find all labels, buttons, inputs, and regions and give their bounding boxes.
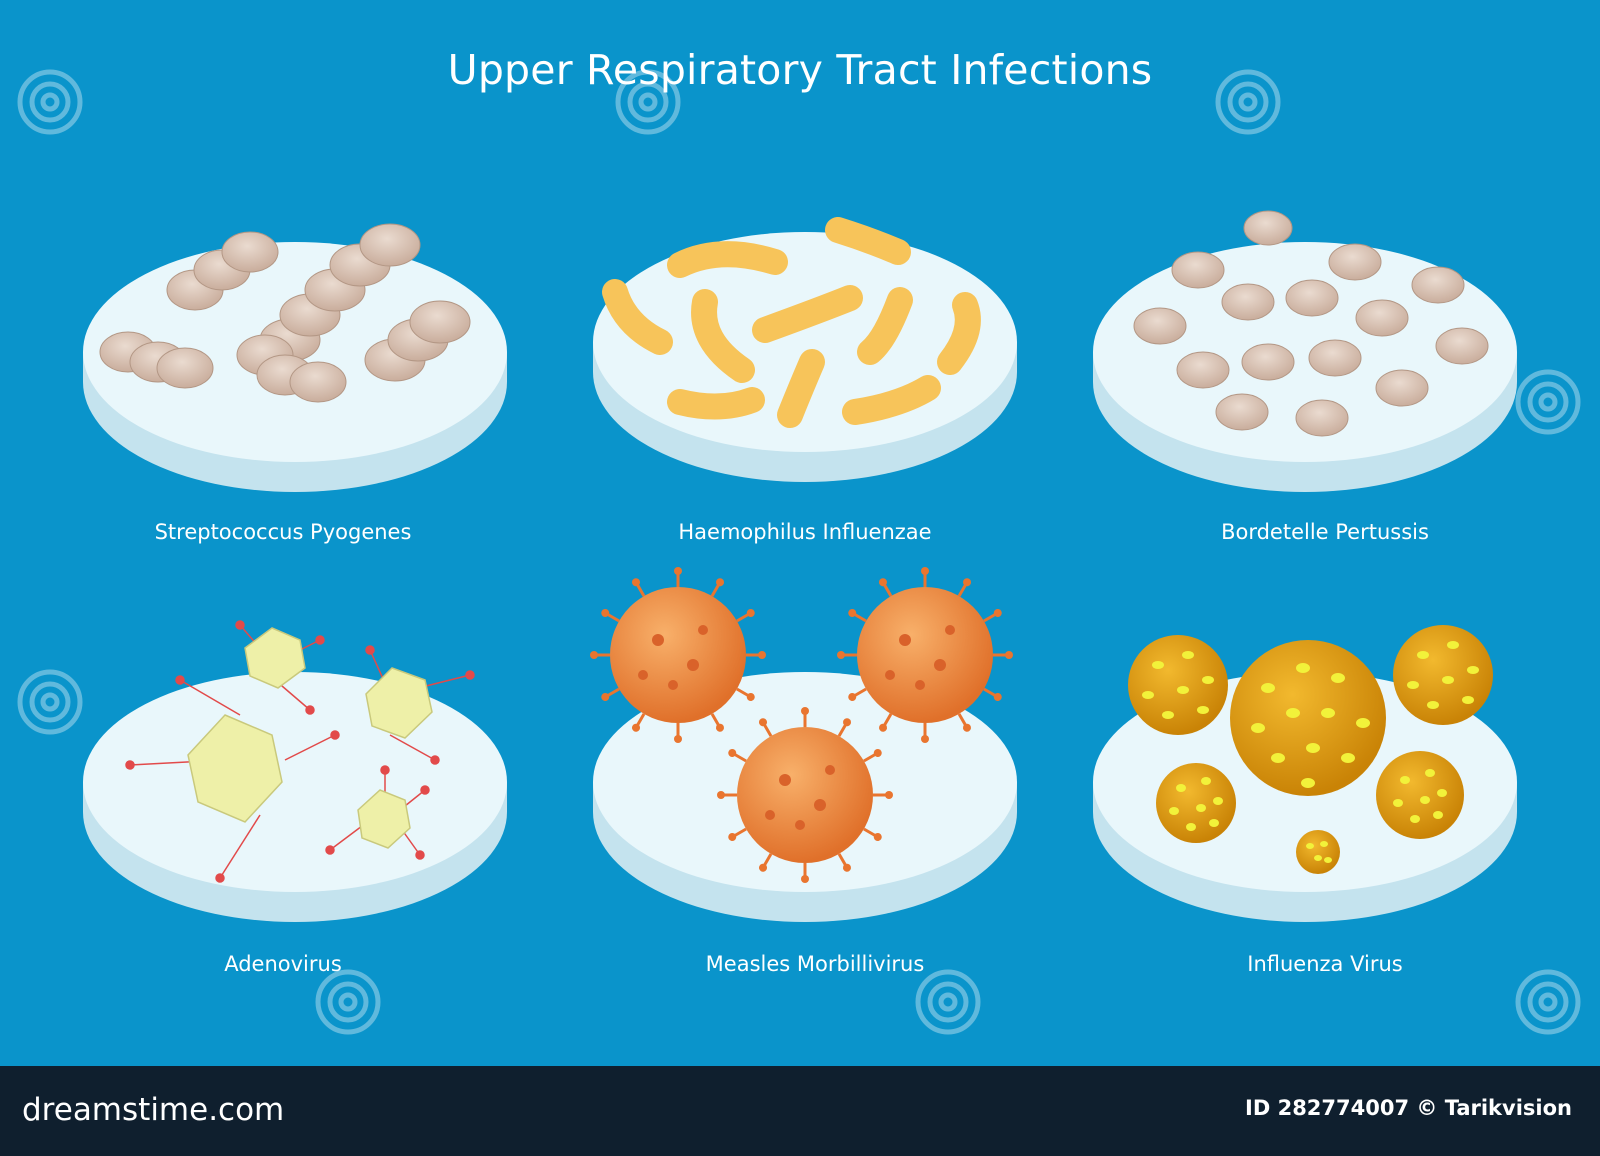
footer-brand[interactable]: dreamstime.com: [22, 1092, 285, 1128]
influenza-virus-icon: [1128, 625, 1493, 874]
label-haemophilus: Haemophilus Influenzae: [678, 520, 932, 544]
page-title: Upper Respiratory Tract Infections: [447, 46, 1153, 94]
label-adenovirus: Adenovirus: [224, 952, 342, 976]
dish-streptococcus: [83, 223, 507, 492]
watermark-layer: [17, 69, 1581, 1035]
measles-virus-icon: [588, 565, 1015, 885]
label-streptococcus: Streptococcus Pyogenes: [154, 520, 412, 544]
label-influenza: Influenza Virus: [1247, 952, 1403, 976]
dish-influenza: [1093, 625, 1517, 922]
label-bordetella: Bordetelle Pertussis: [1221, 520, 1429, 544]
illustration: Upper Respiratory Tract Infections: [17, 46, 1581, 1035]
bacillus-icon: [602, 217, 981, 428]
coccobacillus-icon: [1133, 210, 1489, 437]
swirl-logo-icon: [1215, 69, 1281, 135]
swirl-logo-icon: [17, 69, 83, 135]
footer-bar: dreamstime.com ID 282774007 © Tarikvisio…: [0, 1066, 1600, 1156]
swirl-logo-icon: [915, 969, 981, 1035]
swirl-logo-icon: [315, 969, 381, 1035]
dish-adenovirus: [83, 620, 507, 922]
dish-measles: [588, 565, 1017, 922]
footer-credit: ID 282774007 © Tarikvision: [1245, 1096, 1572, 1120]
label-measles: Measles Morbillivirus: [705, 952, 925, 976]
streptococcus-icon: [99, 223, 471, 403]
swirl-logo-icon: [615, 69, 681, 135]
swirl-logo-icon: [1515, 969, 1581, 1035]
adenovirus-icon: [125, 620, 475, 883]
petri-dish-scene: [17, 69, 1581, 1035]
dish-haemophilus: [593, 217, 1017, 482]
dish-bordetella: [1093, 210, 1517, 492]
swirl-logo-icon: [17, 669, 83, 735]
swirl-logo-icon: [1515, 369, 1581, 435]
